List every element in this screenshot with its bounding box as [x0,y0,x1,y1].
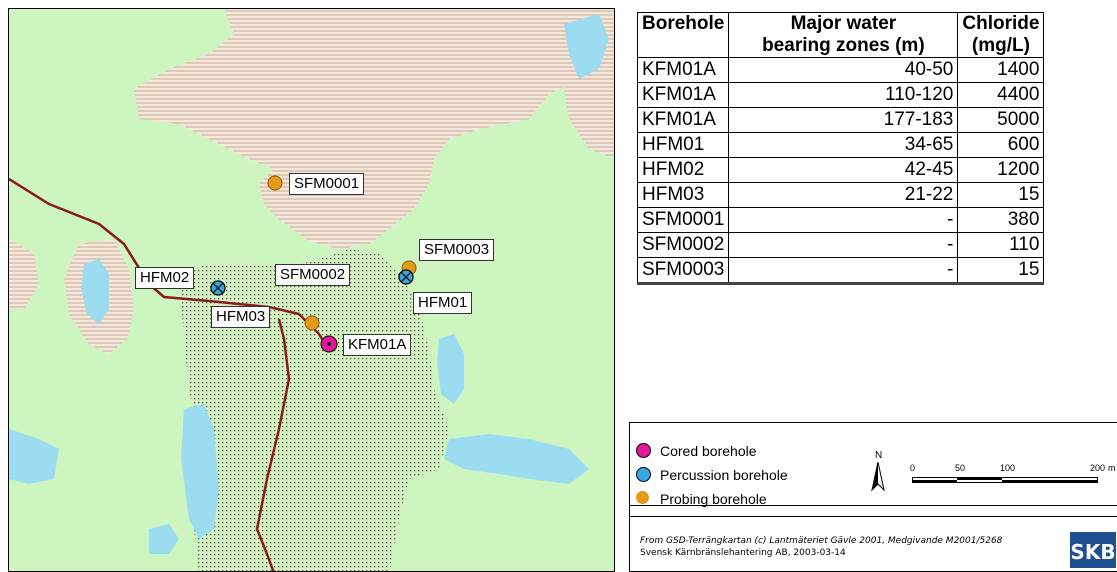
label-hfm02: HFM02 [135,267,195,289]
lake-west [81,259,109,324]
lake-far-left [9,429,59,484]
cell-zones: - [728,207,959,233]
header-chloride: Chloride(mg/L) [957,12,1045,58]
table-row: SFM0003-15 [636,257,1045,285]
cell-borehole: KFM01A [636,82,730,108]
cell-zones: 177-183 [728,107,959,133]
label-sfm0001: SFM0001 [289,173,365,195]
percussion-icon [636,467,651,482]
wetland-north [134,9,614,249]
cell-borehole: SFM0002 [636,232,730,258]
percussion-marker-hfm02 [210,280,226,296]
cell-chloride: 15 [957,182,1045,208]
cell-borehole: KFM01A [636,107,730,133]
label-kfm01a: KFM01A [343,334,412,356]
label-hfm01: HFM01 [413,292,473,314]
cell-zones: 110-120 [728,82,959,108]
lake-southwest [149,524,179,554]
cell-borehole: HFM01 [636,132,730,158]
water-bodies [9,14,609,554]
label-sfm0003: SFM0003 [419,239,495,261]
probing-icon [636,491,649,504]
header-borehole: Borehole [636,12,730,58]
north-arrow-icon [871,462,885,492]
label-hfm03: HFM03 [211,306,271,328]
north-label: N [875,450,883,461]
lake-southeast [444,434,589,484]
credit-line-1: From GSD-Terrängkartan (c) Lantmäteriet … [640,536,1003,546]
cell-chloride: 4400 [957,82,1045,108]
percussion-marker-hfm01 [398,269,414,285]
cell-borehole: HFM02 [636,157,730,183]
cored-marker-kfm01a [320,335,338,353]
legend-percussion: Percussion borehole [636,467,788,483]
probing-marker-sfm0002 [304,315,320,331]
cell-chloride: 5000 [957,107,1045,133]
cell-zones: - [728,257,959,285]
wetland-small-west [9,239,39,309]
table-row: SFM0002-110 [636,232,1045,258]
lake-south-mid [181,404,219,539]
legend-cored: Cored borehole [636,443,757,459]
credit-line-2: Svensk Kärnbränslehantering AB, 2003-03-… [640,548,846,558]
borehole-markers [210,175,417,353]
cell-chloride: 15 [957,257,1045,285]
cell-chloride: 110 [957,232,1045,258]
lake-northeast [564,14,609,79]
table-row: SFM0001-380 [636,207,1045,233]
cell-chloride: 380 [957,207,1045,233]
cell-borehole: SFM0001 [636,207,730,233]
road-south [255,318,291,571]
skb-logo: SKB [1070,532,1116,568]
cell-zones: 42-45 [728,157,959,183]
label-sfm0002: SFM0002 [275,264,351,286]
probing-marker-sfm0001 [267,175,283,191]
cell-borehole: KFM01A [636,57,730,83]
legend-probing: Probing borehole [636,491,767,507]
lake-east [437,334,464,404]
dotted-area [179,249,449,571]
cored-icon [636,443,651,458]
cell-zones: 40-50 [728,57,959,83]
cell-zones: 34-65 [728,132,959,158]
map-panel: SFM0001 SFM0002 SFM0003 HFM01 HFM02 HFM0… [8,8,615,572]
cell-borehole: HFM03 [636,182,730,208]
cell-chloride: 1400 [957,57,1045,83]
cell-chloride: 1200 [957,157,1045,183]
cell-zones: 21-22 [728,182,959,208]
cell-chloride: 600 [957,132,1045,158]
cell-borehole: SFM0003 [636,257,730,285]
cell-zones: - [728,232,959,258]
